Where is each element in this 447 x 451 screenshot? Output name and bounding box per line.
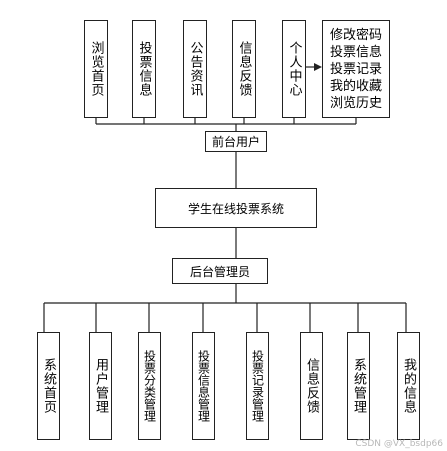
module-user-management: 用户管理: [89, 332, 112, 440]
module-label: 投票记录管理: [250, 350, 265, 422]
module-vote-category-management: 投票分类管理: [138, 332, 161, 440]
module-label: 个人中心: [286, 41, 302, 97]
module-label: 浏览首页: [88, 41, 104, 97]
module-label: 系统管理: [351, 358, 366, 414]
module-vote-info: 投票信息: [132, 20, 156, 118]
module-label: 信息反馈: [304, 358, 319, 414]
detail-item: 投票记录: [329, 61, 382, 77]
module-label: 我的信息: [401, 358, 416, 414]
module-label: 投票信息管理: [196, 350, 211, 422]
module-label: 用户管理: [93, 358, 108, 414]
module-announcements: 公告资讯: [183, 20, 207, 118]
personal-center-detail: 修改密码 投票信息 投票记录 我的收藏 浏览历史: [322, 20, 390, 118]
admin-label: 后台管理员: [189, 264, 250, 279]
detail-item: 投票信息: [329, 44, 382, 60]
admin-node: 后台管理员: [172, 258, 268, 284]
module-label: 系统首页: [41, 358, 56, 414]
front-user-node: 前台用户: [205, 131, 267, 152]
detail-item: 我的收藏: [329, 78, 382, 94]
module-vote-info-management: 投票信息管理: [192, 332, 215, 440]
system-label: 学生在线投票系统: [187, 201, 284, 216]
module-info-feedback: 信息反馈: [300, 332, 323, 440]
module-label: 公告资讯: [187, 41, 203, 97]
module-feedback: 信息反馈: [232, 20, 256, 118]
module-vote-record-management: 投票记录管理: [246, 332, 269, 440]
module-personal-center: 个人中心: [282, 20, 306, 118]
watermark: CSDN @VX_bsdp66: [355, 439, 443, 449]
module-browse-home: 浏览首页: [84, 20, 108, 118]
detail-item: 浏览历史: [329, 95, 382, 111]
module-my-info: 我的信息: [397, 332, 420, 440]
module-label: 投票分类管理: [142, 350, 157, 422]
system-node: 学生在线投票系统: [155, 188, 317, 228]
module-system-management: 系统管理: [347, 332, 370, 440]
detail-item: 修改密码: [329, 27, 382, 43]
front-user-label: 前台用户: [211, 135, 260, 149]
module-label: 信息反馈: [236, 41, 252, 97]
module-label: 投票信息: [136, 41, 152, 97]
module-system-home: 系统首页: [37, 332, 60, 440]
arrow-head-icon: [314, 63, 322, 71]
